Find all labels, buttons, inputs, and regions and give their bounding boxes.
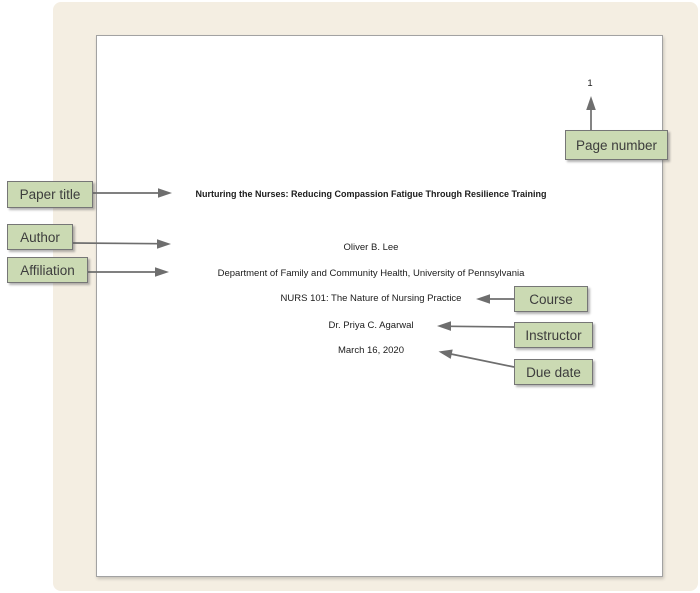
callout-author: Author <box>7 224 73 250</box>
callout-course: Course <box>514 286 588 312</box>
callout-page-number: Page number <box>565 130 668 160</box>
page-number: 1 <box>587 78 593 89</box>
callout-paper-title-label: Paper title <box>19 187 81 202</box>
callout-page-number-label: Page number <box>575 137 658 153</box>
callout-author-label: Author <box>20 229 60 245</box>
callout-course-label: Course <box>529 291 573 307</box>
callout-due-date: Due date <box>514 359 593 385</box>
instructor-text: Dr. Priya C. Agarwal <box>328 320 414 331</box>
callout-affiliation-label: Affiliation <box>20 262 75 278</box>
course-text: NURS 101: The Nature of Nursing Practice <box>280 293 462 304</box>
due-date-text: March 16, 2020 <box>337 345 404 356</box>
callout-affiliation: Affiliation <box>7 257 88 283</box>
author-text: Oliver B. Lee <box>343 242 399 253</box>
paper-title-text: Nurturing the Nurses: Reducing Compassio… <box>195 189 547 199</box>
callout-paper-title: Paper title <box>7 181 93 208</box>
callout-instructor-label: Instructor <box>525 327 582 343</box>
affiliation-text: Department of Family and Community Healt… <box>217 268 525 279</box>
callout-due-date-label: Due date <box>526 364 581 380</box>
callout-instructor: Instructor <box>514 322 593 348</box>
